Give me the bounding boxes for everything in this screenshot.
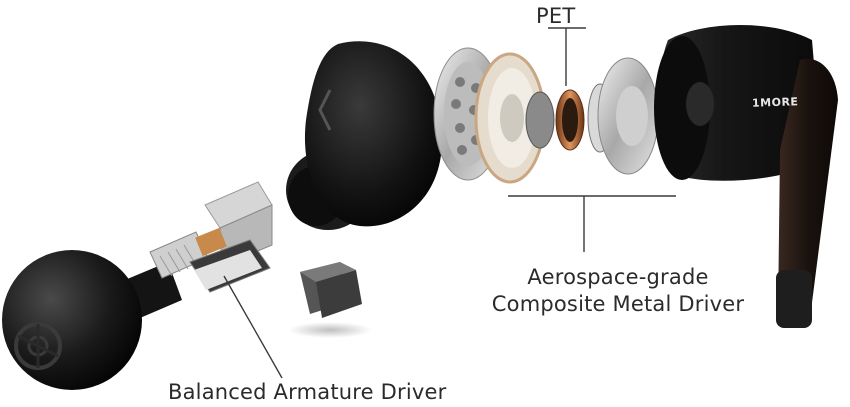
- earphone-shell: [286, 41, 442, 230]
- aerospace-driver-label: Aerospace-grade Composite Metal Driver: [478, 264, 758, 318]
- balanced-armature-parts: [149, 181, 362, 318]
- brand-logo: 1MORE: [751, 95, 799, 110]
- balanced-armature-label: Balanced Armature Driver: [168, 380, 447, 404]
- rear-housing: [654, 24, 838, 328]
- aerospace-label-line1: Aerospace-grade: [527, 265, 709, 289]
- leader-lines: [223, 27, 676, 379]
- shadow: [288, 322, 372, 338]
- ear-tip: [2, 250, 182, 390]
- pet-label: PET: [536, 4, 576, 28]
- armature-leader: [223, 275, 283, 379]
- aerospace-label-line2: Composite Metal Driver: [491, 292, 745, 316]
- composite-metal-driver: [433, 47, 546, 184]
